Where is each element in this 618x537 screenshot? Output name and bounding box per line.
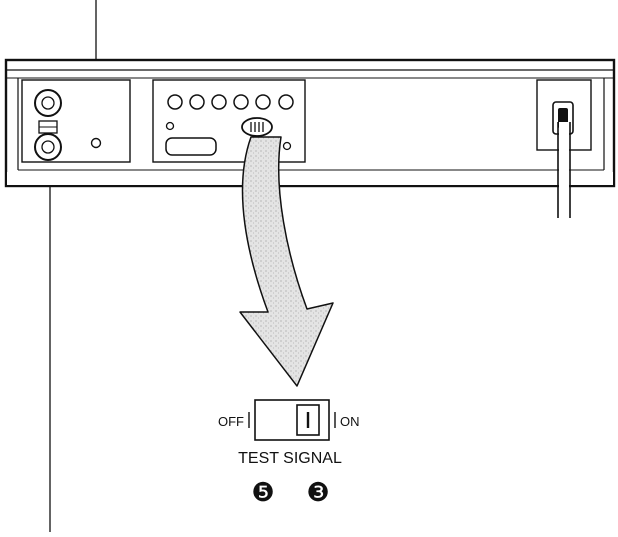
switch-on-label: ON: [340, 414, 360, 429]
video-connector-block: [21, 79, 131, 163]
callout-3: ❸: [306, 477, 329, 507]
test-signal-switch-small[interactable]: [241, 117, 273, 137]
magnify-arrow: [239, 136, 334, 387]
power-cord-fill: [559, 122, 569, 218]
switch-off-label: OFF: [218, 414, 244, 429]
callout-5: ❺: [251, 477, 274, 507]
test-signal-switch-enlarged[interactable]: [254, 399, 330, 441]
switch-title: TEST SIGNAL: [238, 450, 342, 467]
power-cord: [557, 122, 571, 218]
audio-jack-panel: [152, 79, 306, 163]
